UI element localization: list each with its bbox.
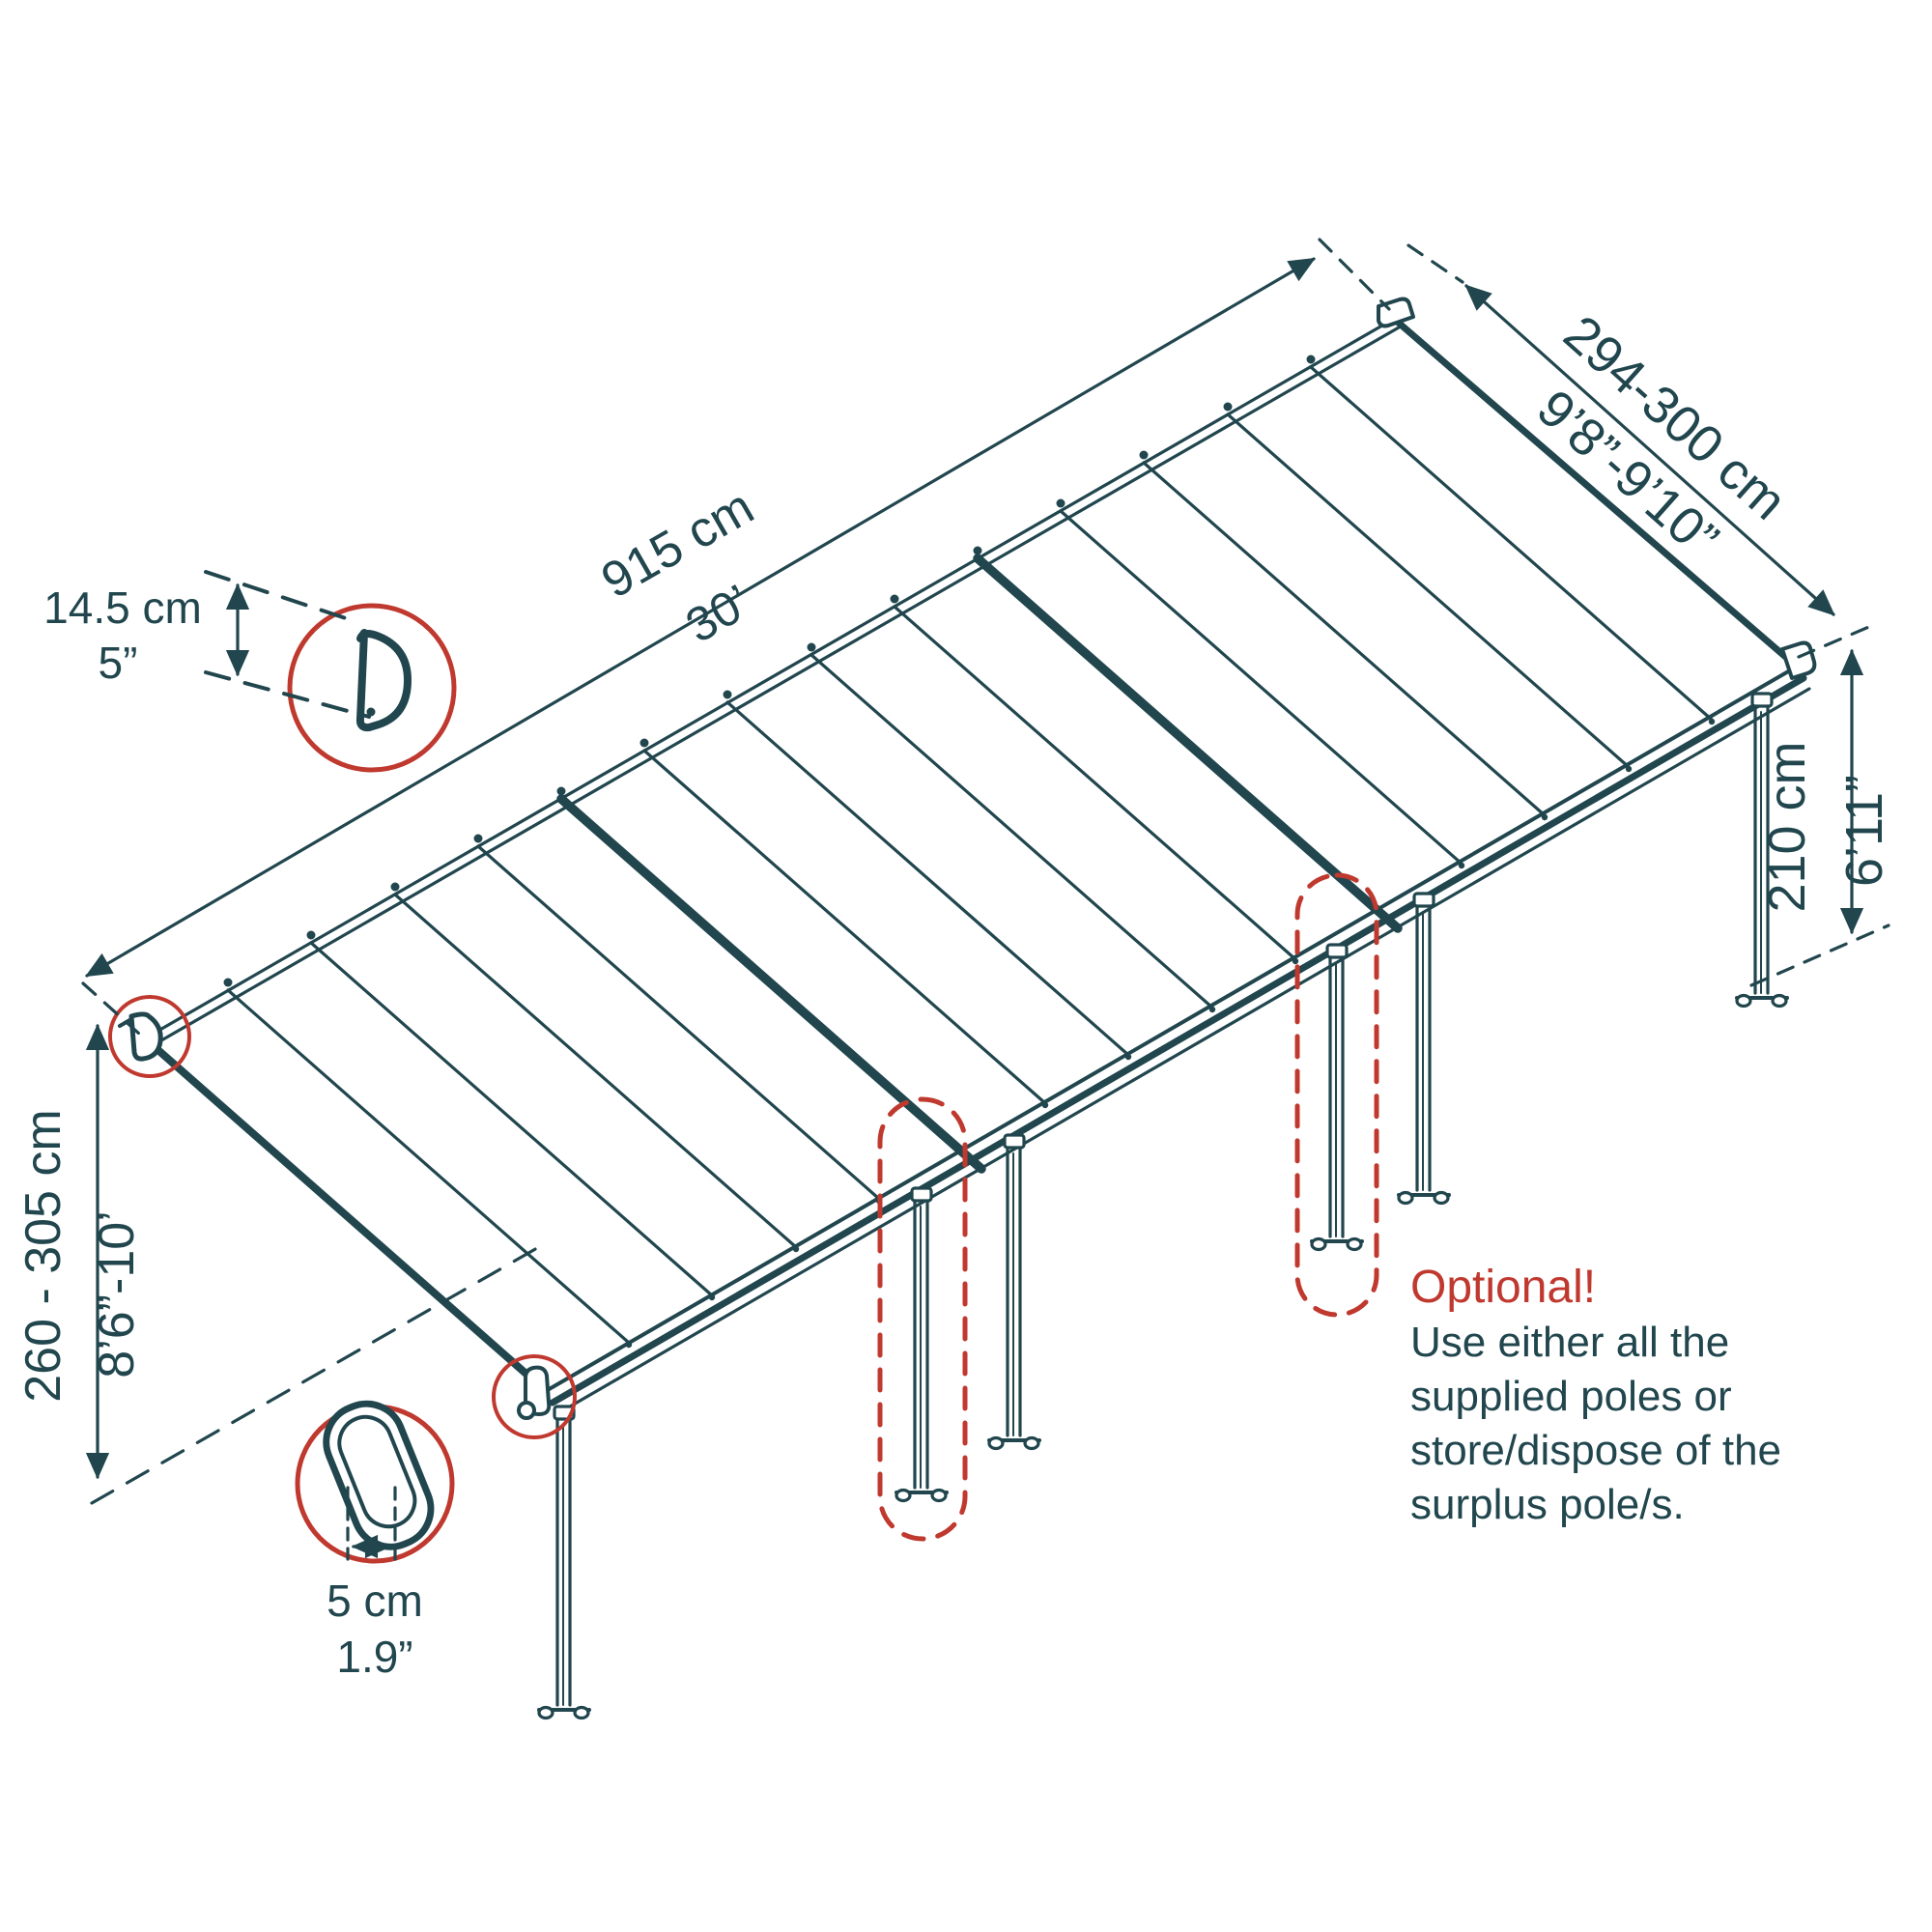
corner-cap-front-right bbox=[1780, 640, 1817, 680]
dim-depth-ext-bottom bbox=[1797, 621, 1880, 659]
dim-front-height-imperial: 6’11” bbox=[1835, 775, 1893, 887]
dim-depth-ext-top bbox=[1406, 243, 1464, 284]
dim-depth-line bbox=[1464, 284, 1835, 616]
gutter-profile-imperial-label: 5” bbox=[99, 638, 138, 688]
gutter bbox=[544, 665, 1811, 1415]
gutter-profile-metric-label: 14.5 cm bbox=[43, 582, 202, 633]
ground-projection-right bbox=[1749, 923, 1890, 987]
gutter-extent-dash-bottom bbox=[204, 670, 371, 719]
dim-length-ext-left bbox=[81, 981, 141, 1036]
gutter-profile-callout: 14.5 cm 5” bbox=[43, 570, 457, 773]
dim-length-imperial: 30’ bbox=[677, 574, 760, 653]
optional-note-line-3: store/dispose of the bbox=[1410, 1427, 1781, 1474]
pole-profile-callout: 5 cm 1.9” bbox=[295, 1400, 455, 1682]
pole-front-right bbox=[1735, 692, 1789, 1009]
dim-front-height: 210 cm 6’11” bbox=[1749, 648, 1893, 987]
ground-projection-left bbox=[90, 1246, 539, 1505]
roof-surface bbox=[145, 319, 1797, 1391]
dim-wall-height: 260 - 305 cm 8’6”-10’ bbox=[15, 1023, 539, 1505]
optional-note-title: Optional! bbox=[1410, 1262, 1596, 1313]
optional-capsule-right bbox=[1294, 872, 1379, 1318]
gutter-end-roller bbox=[517, 1401, 536, 1420]
dim-wall-height-imperial: 8’6”-10’ bbox=[89, 1210, 145, 1378]
gutter-extent-dash-top bbox=[204, 570, 359, 624]
dim-length-ext-right bbox=[1318, 238, 1391, 311]
callout-circle-gutter-end bbox=[492, 1354, 577, 1439]
poles bbox=[537, 692, 1789, 1720]
pole-mid-left bbox=[987, 1133, 1041, 1451]
optional-note: Optional! Use either all the supplied po… bbox=[1410, 1262, 1781, 1528]
optional-note-line-4: surplus pole/s. bbox=[1410, 1481, 1685, 1528]
pole-front-left bbox=[537, 1405, 591, 1720]
callout-circle-back-left-corner bbox=[108, 995, 191, 1078]
corner-cap-back-left bbox=[128, 1011, 163, 1062]
optional-note-line-1: Use either all the bbox=[1410, 1319, 1729, 1366]
pole-optional-2 bbox=[1310, 943, 1364, 1252]
pole-profile-shape bbox=[323, 1400, 435, 1550]
pole-width-imperial-label: 1.9” bbox=[336, 1632, 412, 1682]
optional-note-line-2: supplied poles or bbox=[1410, 1373, 1732, 1420]
pole-optional-1 bbox=[895, 1186, 949, 1503]
dim-front-height-metric: 210 cm bbox=[1758, 741, 1816, 912]
roof-left-edge bbox=[141, 1035, 550, 1395]
optional-capsule-left bbox=[877, 1096, 968, 1542]
optional-pole-markers bbox=[877, 872, 1379, 1542]
pole-mid-right bbox=[1397, 892, 1451, 1206]
pole-width-metric-label: 5 cm bbox=[327, 1576, 423, 1626]
dim-wall-height-metric: 260 - 305 cm bbox=[15, 1109, 71, 1403]
dim-length-line bbox=[85, 257, 1316, 978]
